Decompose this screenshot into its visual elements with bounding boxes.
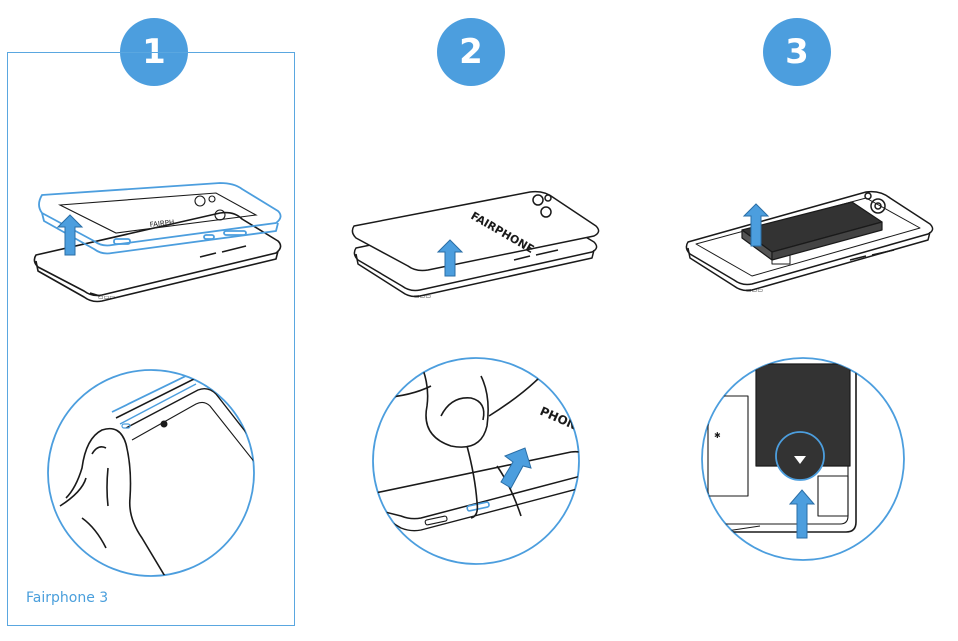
- svg-text:FAIRPH: FAIRPH: [149, 218, 174, 229]
- svg-text:✱: ✱: [714, 431, 721, 440]
- step-2-cover-illustration: ▭▭▭ FAIRPHONE: [351, 190, 600, 300]
- svg-text:▭▭▭: ▭▭▭: [98, 294, 115, 301]
- bumper-icon: [38, 182, 282, 255]
- step-3-battery-illustration: ▭▭▭: [685, 190, 934, 294]
- step-3-badge: 3: [763, 18, 831, 86]
- arrow-up-icon: [742, 203, 770, 247]
- step-1-detail-illustration: [47, 369, 255, 577]
- arrow-up-icon: [436, 239, 464, 277]
- svg-text:▭▭▭: ▭▭▭: [414, 293, 431, 300]
- arrow-up-icon: [788, 489, 816, 539]
- step-1-phone-illustration: ▭▭▭ FAIRPH: [33, 182, 282, 303]
- arrow-up-icon: [500, 447, 532, 489]
- step-2-badge: 2: [437, 18, 505, 86]
- phone-icon: ▭▭▭: [33, 211, 282, 303]
- step-1-panel: [7, 52, 295, 626]
- model-label: Fairphone 3: [26, 590, 109, 606]
- arrow-up-icon: [56, 214, 84, 256]
- thumb-icon: [59, 427, 167, 576]
- battery-icon: [755, 363, 851, 467]
- step-3-detail-illustration: ✱: [701, 357, 905, 561]
- back-cover-icon: FAIRPHONE: [351, 190, 600, 272]
- step-2-detail-illustration: PHONE: [372, 357, 580, 565]
- svg-text:▭▭▭: ▭▭▭: [746, 287, 763, 294]
